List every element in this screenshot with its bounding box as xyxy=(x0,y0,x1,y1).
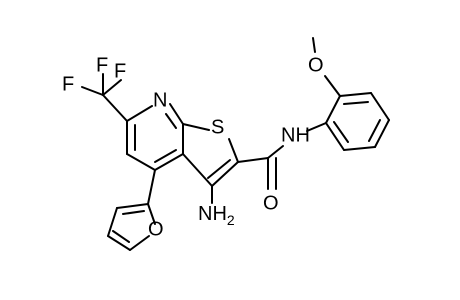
bond-cf3-f-right xyxy=(102,79,122,96)
atom-n-pyridine: N xyxy=(153,89,167,111)
bond-n7-c7a xyxy=(169,103,184,125)
bond-c6-n7 xyxy=(126,105,153,122)
bond-ar-c2-c3-double xyxy=(343,101,369,105)
bond-ar-c4-c5 xyxy=(374,119,390,148)
bond-cf3-ring xyxy=(102,94,128,122)
bond-ar-c2-c3 xyxy=(339,92,372,97)
bond-furan-c3-c2-double xyxy=(122,210,145,215)
atom-labels: F F F N S O NH O NH2 O xyxy=(62,54,324,240)
bonds xyxy=(81,37,390,251)
bond-furan-c3-c2 xyxy=(116,203,149,209)
atom-nh2-subscript: 2 xyxy=(227,212,235,228)
bond-n7-c7a-double xyxy=(165,113,177,129)
bond-furan-c5-c4-double xyxy=(112,230,130,243)
bond-furan-o-c5 xyxy=(129,235,150,251)
bond-cf3-f-left xyxy=(81,86,104,96)
bond-ar-c3-c4 xyxy=(370,92,390,121)
bond-c4-c5 xyxy=(126,153,156,171)
atom-f-top: F xyxy=(96,54,108,76)
bond-c2-c3-double xyxy=(207,159,231,179)
atom-nh2-amino: NH2 xyxy=(198,203,235,227)
bond-ar-c5-c6 xyxy=(343,146,376,151)
bond-c7a-s1 xyxy=(182,123,210,131)
bond-c2-c3 xyxy=(211,161,239,187)
bond-c4-furan xyxy=(147,169,156,205)
bond-ar-c1-c2 xyxy=(325,95,341,124)
atom-o-furan: O xyxy=(148,218,164,240)
atom-s-thiophene: S xyxy=(211,116,224,138)
atom-f-left: F xyxy=(62,73,74,95)
bond-c3a-c4 xyxy=(154,153,184,171)
bond-c2-carbonyl xyxy=(237,157,269,163)
bond-c3-c3a xyxy=(182,153,213,187)
bond-carbonyl-nh xyxy=(267,145,284,159)
bond-ar-c6-c1-double xyxy=(333,121,349,143)
atom-o-methoxy: O xyxy=(308,54,324,76)
atom-f-right: F xyxy=(114,60,126,82)
bond-ar-o xyxy=(324,75,341,97)
bond-furan-c2-o xyxy=(147,203,156,225)
bond-furan-c4-c3 xyxy=(107,207,118,237)
bond-s1-c2 xyxy=(228,138,239,163)
atom-nh-amide: NH xyxy=(281,124,310,146)
bond-nh-aryl xyxy=(306,122,327,132)
bond-ar-c6-c1 xyxy=(325,122,345,151)
bond-c3a-c4-double xyxy=(154,149,177,163)
bond-ar-c4-c5-double xyxy=(368,119,381,142)
bond-furan-c5-c4 xyxy=(107,235,131,251)
atom-nh2-n: NH xyxy=(198,203,227,225)
bond-o-ch3 xyxy=(312,37,316,53)
atom-o-carbonyl: O xyxy=(263,192,279,214)
